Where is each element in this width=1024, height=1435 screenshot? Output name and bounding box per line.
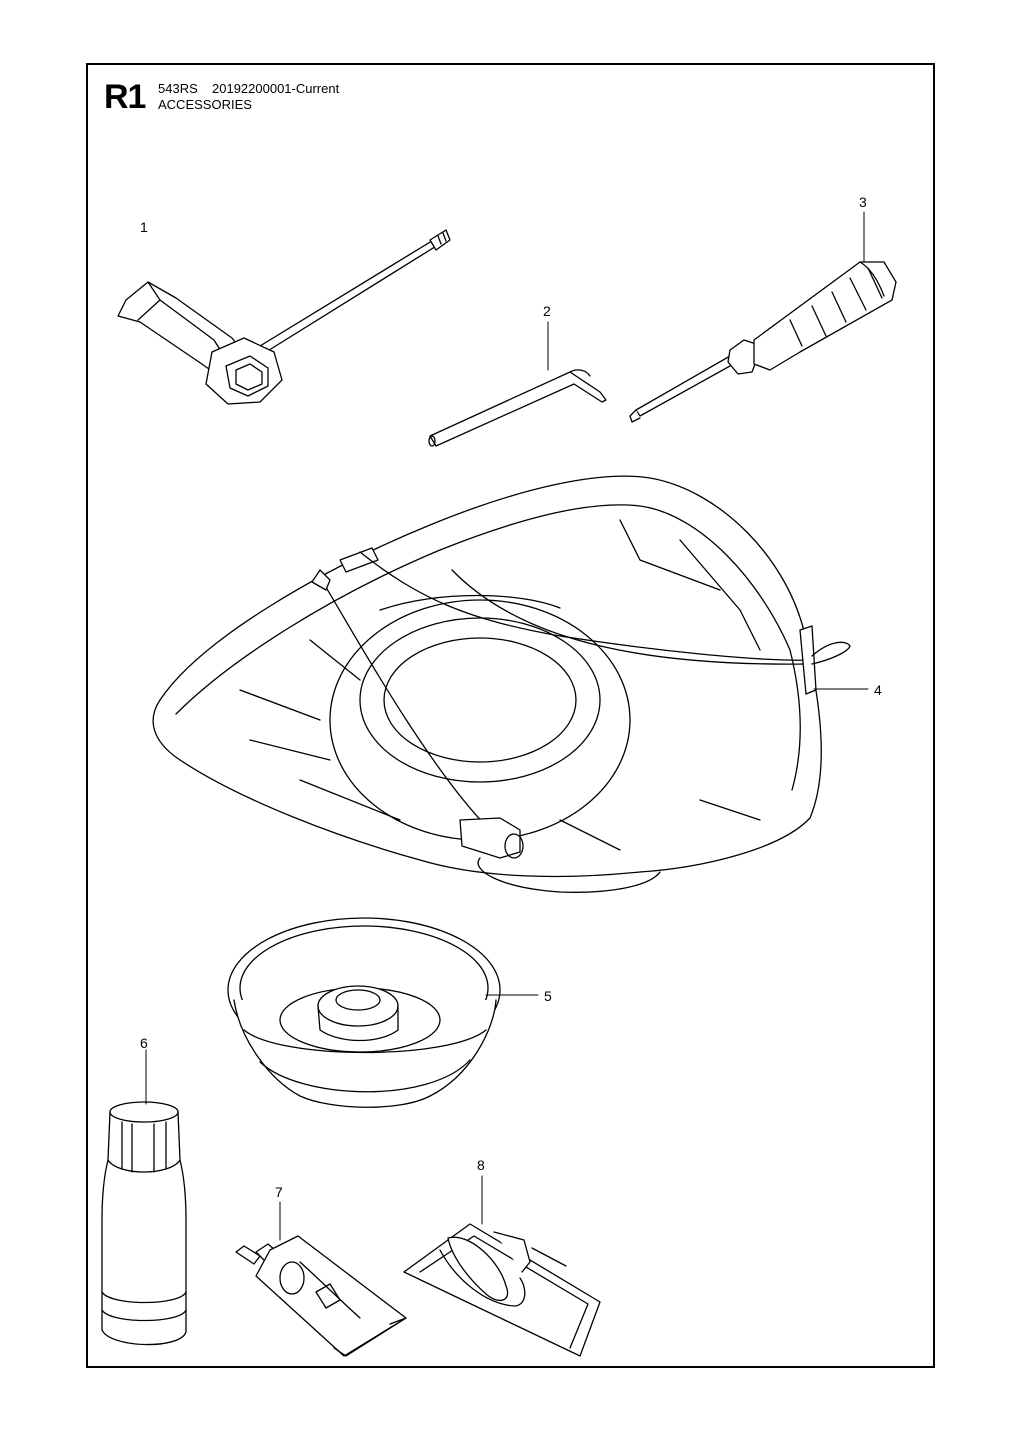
- callout-6: 6: [140, 1035, 148, 1051]
- harness-bag-icon: [403, 1223, 601, 1357]
- blade-guard-icon: [152, 475, 851, 893]
- oil-bottle-icon: [101, 1101, 187, 1346]
- document-number: 20192200001-Current: [212, 81, 340, 96]
- page-code: R1: [104, 78, 146, 116]
- callout-2: 2: [543, 303, 551, 319]
- hex-key-icon: [428, 369, 607, 447]
- model-number: 543RS: [158, 81, 198, 96]
- callout-3: 3: [859, 194, 867, 210]
- callout-4: 4: [874, 682, 882, 698]
- section-title: ACCESSORIES: [158, 97, 252, 112]
- drawing-frame: [86, 63, 935, 1368]
- callout-8: 8: [477, 1157, 485, 1173]
- screwdriver-icon: [629, 261, 897, 423]
- callout-5: 5: [544, 988, 552, 1004]
- callout-7: 7: [275, 1184, 283, 1200]
- callout-1: 1: [140, 219, 148, 235]
- combination-spanner-icon: [117, 229, 451, 405]
- support-cup-icon: [227, 917, 501, 1108]
- grease-tube-icon: [235, 1235, 407, 1357]
